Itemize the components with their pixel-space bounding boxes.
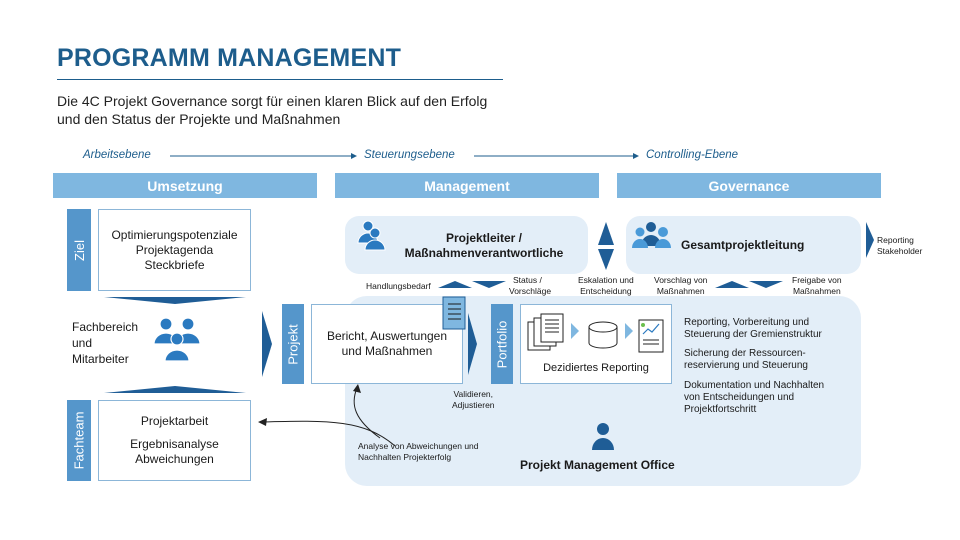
fachteam-line-3: Abweichungen: [135, 452, 214, 466]
pmo-text: Projekt Management Office: [520, 458, 675, 472]
label-freigabe: Freigabe von Maßnahmen: [792, 275, 842, 296]
fachbereich-line-1: Fachbereich: [72, 320, 139, 334]
fachbereich-line-3: Mitarbeiter: [72, 352, 129, 366]
label-reporting-line-2: Stakeholder: [877, 245, 923, 256]
label-eskalation-line-2: Entscheidung: [580, 285, 632, 296]
label-validieren-line-2: Adjustieren: [452, 399, 495, 410]
arrow-down-icon: [598, 249, 614, 270]
fachteam-line-2: Ergebnisanalyse: [130, 437, 219, 451]
label-reporting-line-1: Reporting: [877, 235, 914, 245]
label-fachteam: Fachteam: [67, 400, 91, 481]
pmo-text-3-line-1: Dokumentation und Nachhalten: [684, 380, 825, 391]
label-reporting-stakeholder: Reporting Stakeholder: [877, 235, 922, 256]
flat-arrow-down-2: [749, 281, 783, 288]
fachteam-line-1: Projektarbeit: [140, 414, 209, 428]
label-vorschlag: Vorschlag von Maßnahmen: [654, 275, 707, 296]
curve-arrow-bericht: [353, 387, 381, 439]
label-status: Status / Vorschläge: [509, 275, 551, 296]
projektleiter-line-1: Projektleiter /: [445, 231, 523, 245]
label-analyse: Analyse von Abweichungen und Nachhalten …: [358, 441, 479, 462]
ziel-line-3: Steckbriefe: [144, 257, 205, 272]
pmo-text-1-line-1: Reporting, Vorbereitung und: [684, 317, 810, 328]
subtitle: Die 4C Projekt Governance sorgt für eine…: [57, 93, 488, 127]
arrow-right-icon-3: [866, 222, 874, 258]
header-governance: Governance: [617, 173, 881, 198]
gesamtprojektleitung-text: Gesamtprojektleitung: [681, 238, 805, 252]
fachbereich-text: Fachbereich und Mitarbeiter: [72, 319, 138, 367]
panel-projektleiter: [345, 216, 588, 274]
pmo-text-2-line-2: reservierung und Steuerung: [684, 360, 808, 371]
pmo-text-3: Dokumentation und Nachhalten von Entsche…: [684, 380, 824, 416]
fachbereich-line-2: und: [72, 336, 93, 350]
arrow-right-icon-2: [468, 313, 477, 375]
label-status-line-2: Vorschläge: [509, 285, 552, 296]
pmo-text-1: Reporting, Vorbereitung und Steuerung de…: [684, 317, 822, 341]
pmo-text-3-line-3: Projektfortschritt: [684, 404, 757, 415]
label-analyse-line-1: Analyse von Abweichungen und: [358, 441, 479, 451]
page-title: PROGRAMM MANAGEMENT: [57, 44, 402, 72]
header-management: Management: [335, 173, 599, 198]
pmo-text-3-line-2: von Entscheidungen und: [684, 392, 795, 403]
label-freigabe-line-1: Freigabe von: [792, 275, 842, 285]
arrow-right-icon-1: [262, 311, 272, 377]
header-umsetzung: Umsetzung: [53, 173, 317, 198]
label-eskalation: Eskalation und Entscheidung: [578, 275, 634, 296]
database-icon: [588, 321, 618, 349]
person-icon: [592, 423, 614, 450]
label-validieren: Validieren, Adjustieren: [452, 389, 495, 410]
label-status-line-1: Status /: [513, 275, 542, 285]
flat-arrow-down-1: [472, 281, 506, 288]
label-freigabe-line-2: Maßnahmen: [792, 285, 841, 296]
title-underline: [57, 79, 503, 80]
flow-arrow-icon-2: [625, 323, 633, 339]
box-bericht: Bericht, Auswertungen und Maßnahmen: [311, 304, 463, 384]
bericht-line-1: Bericht, Auswertungen: [326, 329, 448, 343]
flow-arrow-icon-1: [571, 323, 579, 339]
documents-stack-icon: [527, 313, 564, 351]
pmo-text-1-line-2: Steuerung der Gremienstruktur: [684, 329, 822, 340]
label-vorschlag-line-1: Vorschlag von: [654, 275, 708, 285]
arrow-up-icon: [598, 222, 614, 245]
label-analyse-line-2: Nachhalten Projekterfolg: [358, 451, 452, 462]
level-arbeitsebene: Arbeitsebene: [83, 149, 151, 161]
ziel-line-2: Projektagenda: [135, 242, 214, 257]
box-ziel: Optimierungspotenziale Projektagenda Ste…: [98, 209, 251, 291]
level-controlling: Controlling-Ebene: [646, 149, 739, 161]
people-group-icon: [153, 317, 201, 362]
label-validieren-line-1: Validieren,: [453, 389, 494, 399]
report-chart-icon: [638, 319, 664, 353]
projektleiter-line-2: Maßnahmenverantwortliche: [404, 246, 564, 260]
chevron-down-icon: [104, 297, 246, 304]
label-ziel: Ziel: [67, 209, 91, 291]
ziel-line-1: Optimierungspotenziale: [111, 227, 238, 242]
label-handlungsbedarf: Handlungsbedarf: [366, 281, 431, 291]
team-icon: [357, 220, 386, 251]
bericht-line-2: und Maßnahmen: [341, 344, 433, 358]
level-steuerungsebene: Steuerungsebene: [364, 149, 455, 161]
dezidiert-label: Dezidiertes Reporting: [543, 362, 649, 374]
label-projekt: Projekt: [282, 304, 304, 384]
document-icon: [442, 296, 466, 330]
label-eskalation-line-1: Eskalation und: [578, 275, 634, 285]
pmo-text-2-line-1: Sicherung der Ressourcen-: [684, 348, 806, 359]
pmo-text-2: Sicherung der Ressourcen- reservierung u…: [684, 348, 808, 372]
label-portfolio: Portfolio: [491, 304, 513, 384]
executive-icon: [632, 222, 671, 248]
flat-arrow-up-2: [715, 281, 749, 288]
chevron-up-icon: [104, 386, 246, 393]
curve-arrow-analyse: [261, 420, 396, 447]
projektleiter-text: Projektleiter / Maßnahmenverantwortliche: [384, 231, 584, 261]
label-vorschlag-line-2: Maßnahmen: [656, 285, 705, 296]
box-fachteam: Projektarbeit Ergebnisanalyse Abweichung…: [98, 400, 251, 481]
flat-arrow-up-1: [438, 281, 472, 288]
